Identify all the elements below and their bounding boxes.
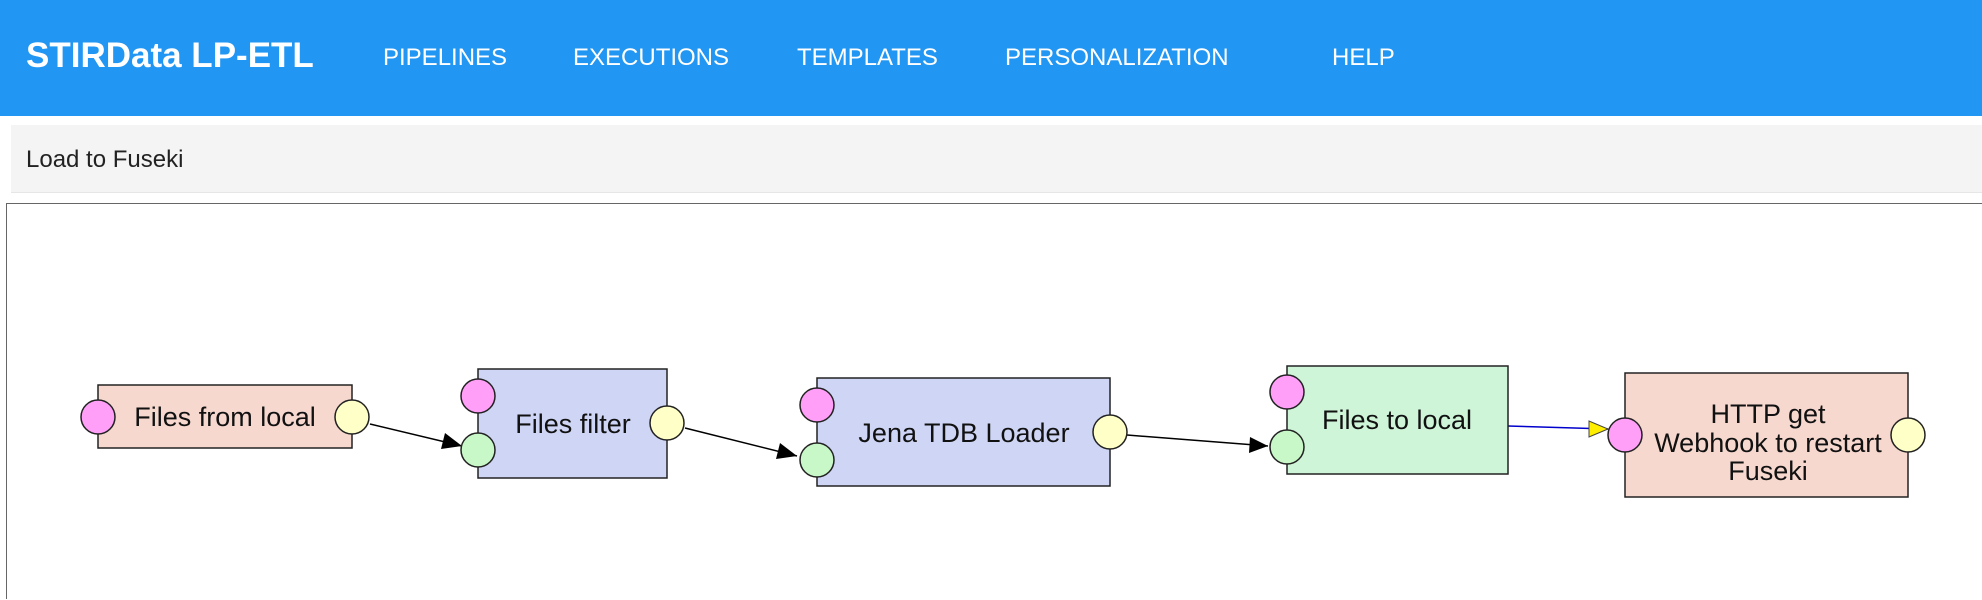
nav-help[interactable]: HELP xyxy=(1332,44,1395,71)
input-port-green[interactable] xyxy=(799,442,835,478)
input-port-green[interactable] xyxy=(1269,429,1305,465)
app-brand[interactable]: STIRData LP-ETL xyxy=(26,36,314,75)
pipeline-title-bar: Load to Fuseki xyxy=(11,125,1982,193)
component-files-filter[interactable]: Files filter xyxy=(460,368,685,479)
pipeline-graph[interactable]: Files from local Files filter Jena TDB L… xyxy=(7,204,1982,600)
component-label: Files to local xyxy=(1322,405,1472,435)
top-app-bar: STIRData LP-ETL PIPELINES EXECUTIONS TEM… xyxy=(0,0,1982,116)
output-port-yellow[interactable] xyxy=(334,399,370,435)
output-port-yellow[interactable] xyxy=(1092,414,1128,450)
component-jena-tdb-loader[interactable]: Jena TDB Loader xyxy=(799,377,1128,487)
runtime-port-pink[interactable] xyxy=(460,378,496,414)
input-port-green[interactable] xyxy=(460,432,496,468)
runtime-port-pink[interactable] xyxy=(799,387,835,423)
component-label: Files from local xyxy=(134,402,316,432)
component-label-line-1: HTTP get xyxy=(1710,399,1826,429)
nav-personalization[interactable]: PERSONALIZATION xyxy=(1005,44,1229,71)
component-files-to-local[interactable]: Files to local xyxy=(1269,365,1509,475)
component-label: Files filter xyxy=(515,409,631,439)
edge-arrowhead xyxy=(441,433,462,449)
output-port-yellow[interactable] xyxy=(1890,417,1926,453)
component-files-from-local[interactable]: Files from local xyxy=(80,384,370,449)
output-port-yellow[interactable] xyxy=(649,405,685,441)
runtime-port-pink[interactable] xyxy=(80,399,116,435)
edge-run-after-arrowhead xyxy=(1588,420,1610,438)
nav-pipelines[interactable]: PIPELINES xyxy=(383,44,508,71)
nav-executions[interactable]: EXECUTIONS xyxy=(573,44,730,71)
pipeline-name[interactable]: Load to Fuseki xyxy=(26,146,184,173)
component-http-get-webhook[interactable]: HTTP get Webhook to restart Fuseki xyxy=(1607,372,1926,498)
runtime-port-pink[interactable] xyxy=(1269,374,1305,410)
component-label-line-2: Webhook to restart xyxy=(1654,428,1882,458)
edge-arrowhead xyxy=(776,443,797,459)
component-label-line-3: Fuseki xyxy=(1728,456,1808,486)
edge-jena-tdb-loader-to-files-to-local[interactable] xyxy=(1126,434,1269,447)
runtime-port-pink[interactable] xyxy=(1607,417,1643,453)
nav-templates[interactable]: TEMPLATES xyxy=(797,44,938,71)
pipeline-canvas[interactable]: Files from local Files filter Jena TDB L… xyxy=(6,203,1982,599)
edge-arrowhead xyxy=(1249,437,1268,453)
component-label: Jena TDB Loader xyxy=(858,418,1069,448)
